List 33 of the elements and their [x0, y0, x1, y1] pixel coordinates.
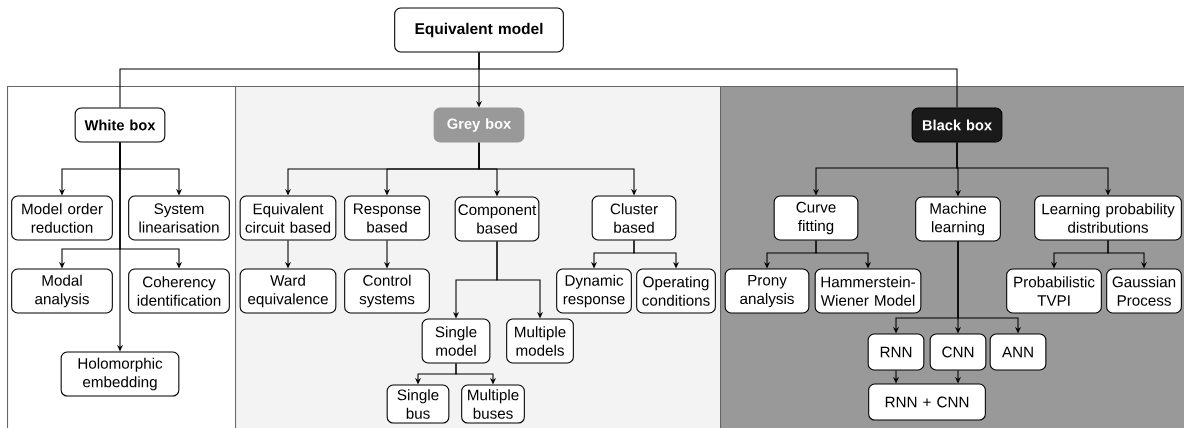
- method-box: RNN + CNN: [868, 383, 986, 421]
- method-box: Single bus: [386, 384, 450, 424]
- method-box: CNN: [929, 333, 987, 371]
- method-box: Dynamic response: [556, 268, 632, 314]
- title-box: Equivalent model: [394, 7, 564, 53]
- method-box: System linearisation: [128, 195, 230, 241]
- method-box: Prony analysis: [724, 268, 810, 314]
- method-box: Hammerstein-Wiener Model: [814, 268, 922, 314]
- method-box: Model order reduction: [11, 195, 113, 241]
- method-box: Probabilistic TVPI: [1006, 268, 1102, 314]
- method-box: Curve fitting: [773, 195, 859, 241]
- method-box: Multiple buses: [461, 384, 525, 424]
- category-box: Grey box: [433, 107, 525, 143]
- method-box: Multiple models: [506, 318, 574, 364]
- method-box: Equivalent circuit based: [239, 195, 337, 241]
- method-box: Machine learning: [915, 196, 1001, 242]
- method-box: Response based: [344, 195, 430, 241]
- method-box: Component based: [454, 196, 540, 242]
- method-box: Ward equivalence: [239, 268, 337, 314]
- category-box: White box: [74, 107, 166, 143]
- method-box: Modal analysis: [11, 268, 113, 314]
- method-box: Control systems: [344, 268, 430, 314]
- category-box: Black box: [911, 107, 1003, 143]
- method-box: ANN: [989, 333, 1047, 371]
- method-box: Single model: [421, 318, 491, 364]
- method-box: Gaussian Process: [1106, 268, 1182, 314]
- method-box: RNN: [867, 333, 925, 371]
- method-box: Learning probability distributions: [1034, 195, 1182, 241]
- connector-line: [478, 52, 958, 108]
- method-box: Cluster based: [591, 195, 677, 241]
- method-box: Holomorphic embedding: [60, 351, 180, 397]
- method-box: Operating conditions: [636, 268, 716, 314]
- method-box: Coherency identification: [128, 268, 230, 314]
